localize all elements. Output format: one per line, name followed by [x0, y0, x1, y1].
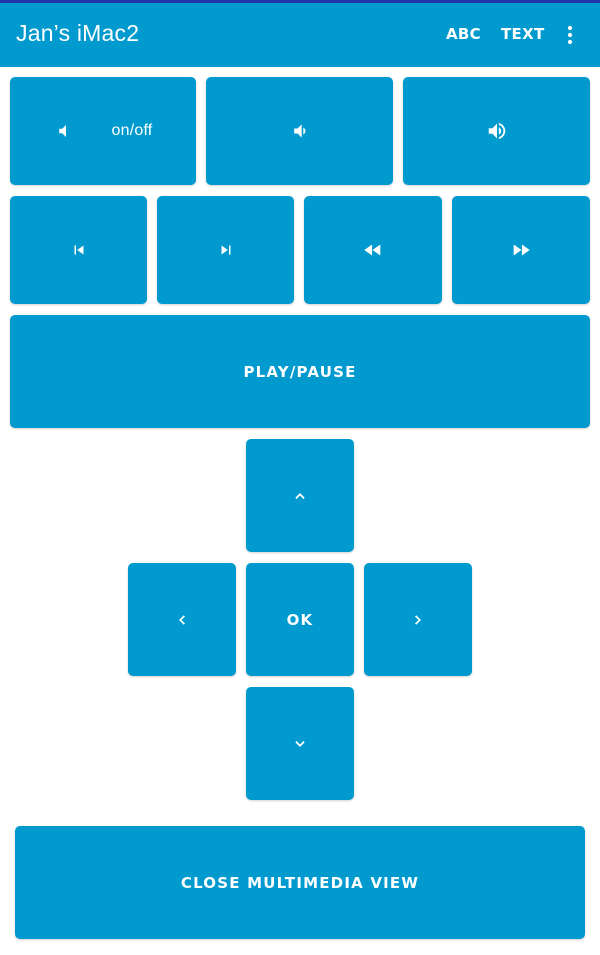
- skip-previous-icon: [70, 241, 88, 259]
- mute-toggle-button[interactable]: on/off: [10, 77, 196, 185]
- volume-mute-icon: [54, 122, 72, 140]
- volume-up-button[interactable]: [403, 77, 590, 185]
- skip-previous-button[interactable]: [10, 196, 147, 304]
- text-action-button[interactable]: TEXT: [501, 25, 545, 43]
- close-multimedia-view-button[interactable]: CLOSE MULTIMEDIA VIEW: [15, 826, 585, 939]
- skip-next-icon: [217, 241, 235, 259]
- close-multimedia-view-label: CLOSE MULTIMEDIA VIEW: [180, 873, 420, 892]
- more-vert-icon[interactable]: [560, 23, 580, 47]
- skip-next-button[interactable]: [157, 196, 294, 304]
- chevron-up-icon: [293, 489, 307, 503]
- dpad-up-button[interactable]: [246, 439, 354, 552]
- chevron-down-icon: [293, 737, 307, 751]
- chevron-right-icon: [411, 613, 425, 627]
- dpad-down-button[interactable]: [246, 687, 354, 800]
- abc-action-button[interactable]: ABC: [446, 25, 481, 43]
- play-pause-label: PLAY/PAUSE: [243, 362, 357, 381]
- dpad-ok-button[interactable]: OK: [246, 563, 354, 676]
- mute-toggle-label: on/off: [111, 122, 153, 139]
- rewind-icon: [362, 239, 384, 261]
- rewind-button[interactable]: [304, 196, 442, 304]
- dpad-left-button[interactable]: [128, 563, 236, 676]
- chevron-left-icon: [175, 613, 189, 627]
- dpad-right-button[interactable]: [364, 563, 472, 676]
- volume-down-icon: [290, 121, 310, 141]
- fast-forward-button[interactable]: [452, 196, 590, 304]
- dpad-ok-label: OK: [286, 610, 314, 629]
- app-bar: Jan’s iMac2 ABC TEXT: [0, 3, 600, 67]
- fast-forward-icon: [510, 239, 532, 261]
- status-bar: [0, 0, 600, 3]
- volume-down-button[interactable]: [206, 77, 393, 185]
- app-title: Jan’s iMac2: [16, 20, 140, 46]
- play-pause-button[interactable]: PLAY/PAUSE: [10, 315, 590, 428]
- volume-up-icon: [486, 120, 508, 142]
